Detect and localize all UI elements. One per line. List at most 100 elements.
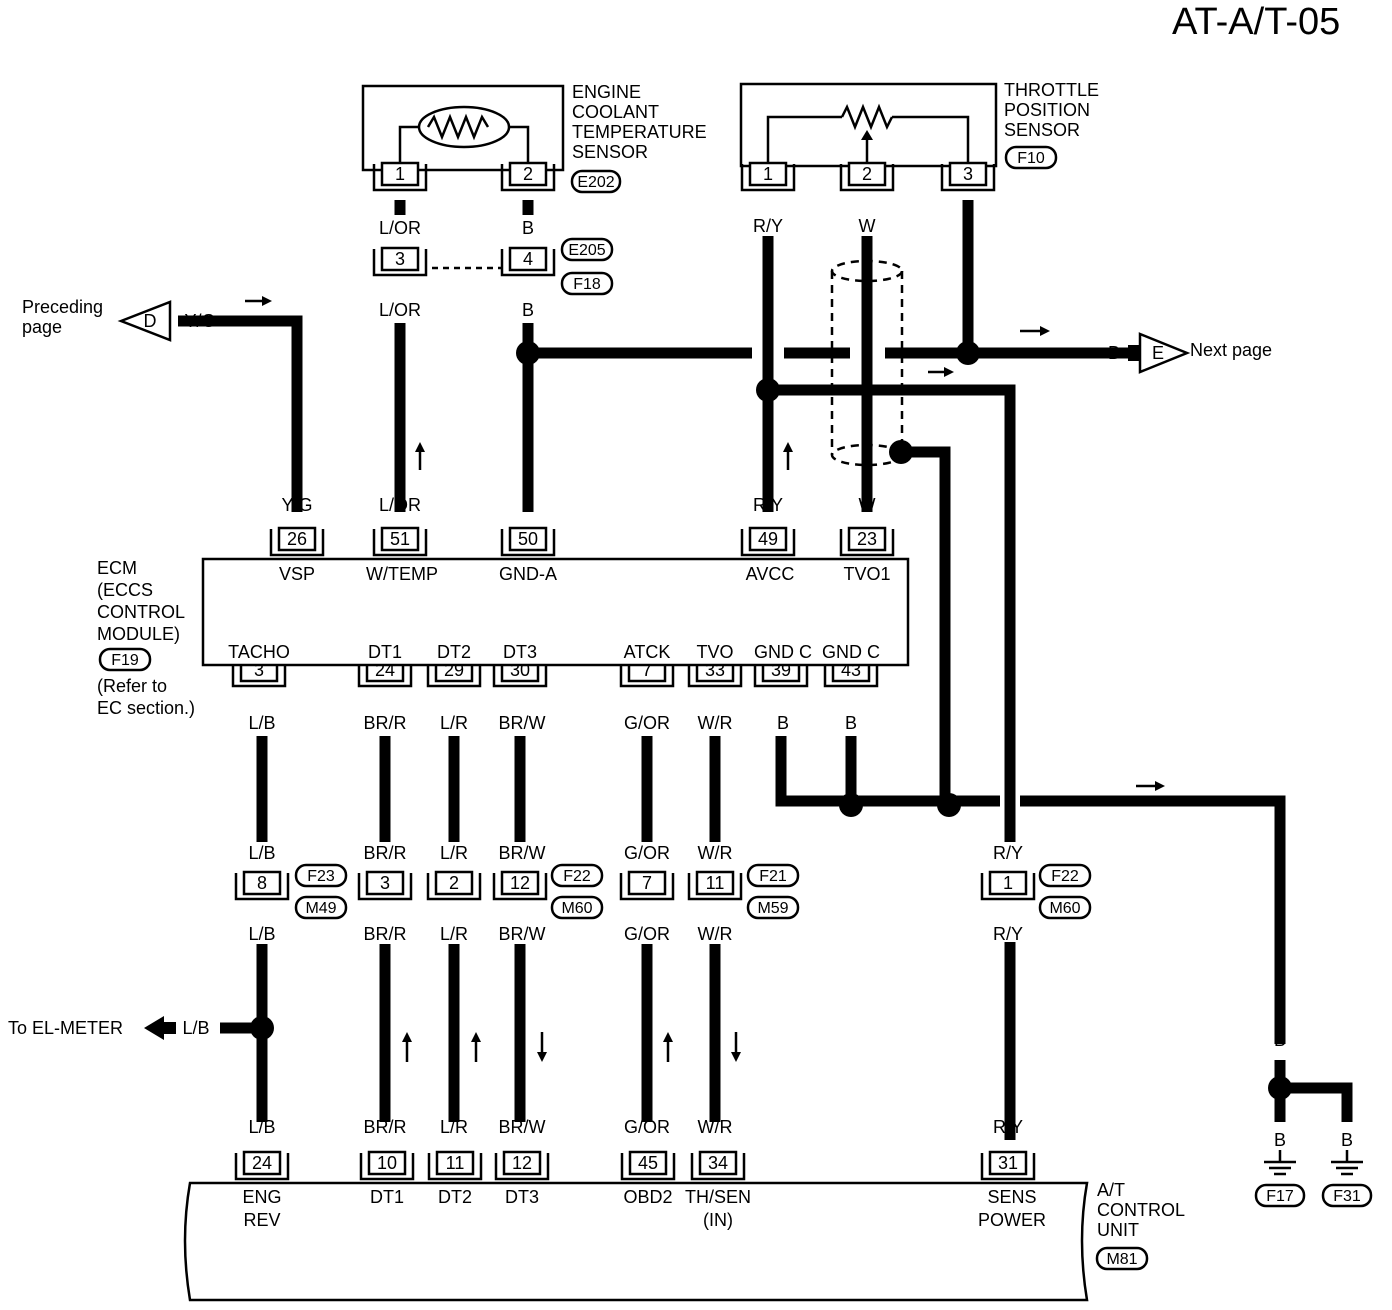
conn-f22b-id: F22 — [1051, 868, 1079, 885]
connector-pin-ecm51: 51 — [372, 526, 428, 557]
ect-name-1: ENGINE — [572, 82, 641, 102]
next-page-link[interactable]: E Next page — [1128, 332, 1272, 374]
tps-name-2: POSITION — [1004, 100, 1090, 120]
pin-number-ecm26: 26 — [287, 529, 307, 549]
wire-label-gor-2: G/OR — [624, 843, 670, 863]
connector-pin-ecm26: 26 — [269, 526, 325, 557]
wire-label-lr-3: L/R — [440, 924, 468, 944]
connector-pin-ecm49: 49 — [740, 526, 796, 557]
pin-number-t24: 24 — [252, 1153, 272, 1173]
tcu-term-dt2: DT2 — [438, 1187, 472, 1207]
pin-number-m7: 7 — [642, 873, 652, 893]
pin-number-j3: 3 — [395, 249, 405, 269]
wire-label-wr-1: W/R — [698, 713, 733, 733]
pin-number-tps2: 2 — [862, 164, 872, 184]
tcu-term-dt3: DT3 — [505, 1187, 539, 1207]
ecm-term-gndc-39: GND C — [754, 642, 812, 662]
ground-f31-id: F31 — [1333, 1188, 1361, 1205]
wire-label-brr-3: BR/R — [363, 924, 406, 944]
ecm-term-avcc: AVCC — [746, 564, 795, 584]
ecm-note-2: EC section.) — [97, 698, 195, 718]
ect-connector-badge — [570, 169, 622, 194]
connector-pin-t12: 12 — [494, 1150, 550, 1181]
wire-label-w-2: W — [859, 495, 876, 515]
ecm-term-vsp: VSP — [279, 564, 315, 584]
wire-label-b-7: B — [845, 713, 857, 733]
wire-label-b-2: B — [522, 300, 534, 320]
wire-label-ry-4: R/Y — [993, 924, 1023, 944]
tps-connector-id: F10 — [1017, 150, 1045, 167]
pin-number-t34: 34 — [708, 1153, 728, 1173]
ecm-term-atck: ATCK — [624, 642, 671, 662]
pin-number-j4: 4 — [523, 249, 533, 269]
connector-pin-t34: 34 — [690, 1150, 746, 1181]
flow-arrows — [144, 296, 1165, 1062]
connector-pin-t31: 31 — [980, 1150, 1036, 1181]
shield-lines — [432, 259, 904, 467]
preceding-label-2: page — [22, 317, 62, 337]
wire-label-brw-1: BR/W — [499, 713, 546, 733]
ground-symbols — [1254, 1150, 1373, 1208]
ecm-term-dt1: DT1 — [368, 642, 402, 662]
wire-label-b-1: B — [522, 218, 534, 238]
tcu-term-thsen: TH/SEN — [685, 1187, 751, 1207]
wire-label-w-1: W — [859, 216, 876, 236]
tcu-term-power: POWER — [978, 1210, 1046, 1230]
el-meter-label[interactable]: To EL-METER — [8, 1018, 123, 1038]
ecm-name-1: ECM — [97, 558, 137, 578]
wire-label-brr-4: BR/R — [363, 1117, 406, 1137]
connector-pin-ect2: 2 — [500, 161, 556, 192]
throttle-position-sensor — [739, 82, 998, 177]
wire-label-brw-4: BR/W — [499, 1117, 546, 1137]
wire-label-gor-1: G/OR — [624, 713, 670, 733]
pin-number-m11: 11 — [706, 873, 725, 893]
pin-number-tps3: 3 — [963, 164, 973, 184]
connector-pin-j3: 3 — [372, 246, 428, 277]
tcu-term-eng: ENG — [242, 1187, 281, 1207]
tps-name-1: THROTTLE — [1004, 80, 1099, 100]
wire-label-b-5: B — [1108, 343, 1120, 363]
wire-label-brr-2: BR/R — [363, 843, 406, 863]
wire-label-b-10: B — [1341, 1130, 1353, 1150]
wire-label-ry-1: R/Y — [753, 216, 783, 236]
tcu-name-3: UNIT — [1097, 1220, 1139, 1240]
wire-label-gor-3: G/OR — [624, 924, 670, 944]
conn-e205-id: E205 — [568, 242, 605, 259]
ecm-term-tacho: TACHO — [228, 642, 290, 662]
preceding-label-1: Preceding — [22, 297, 103, 317]
ecm-name-4: MODULE) — [97, 624, 180, 644]
wire-label-lb-4: L/B — [248, 1117, 275, 1137]
wire-label-wr-4: W/R — [698, 1117, 733, 1137]
pin-number-ect1: 1 — [395, 164, 405, 184]
conn-f22a-id: F22 — [563, 868, 591, 885]
connector-pin-t11: 11 — [427, 1150, 483, 1181]
preceding-page-link[interactable]: D Preceding page — [22, 297, 172, 342]
connector-pin-tps2: 2 — [839, 161, 895, 192]
tcu-term-obd2: OBD2 — [623, 1187, 672, 1207]
tcu-term-in: (IN) — [703, 1210, 733, 1230]
ecm-box — [201, 557, 910, 667]
pin-number-m12: 12 — [510, 873, 530, 893]
pin-number-ecm23: 23 — [857, 529, 877, 549]
conn-m59-id: M59 — [757, 900, 788, 917]
connector-pin-t10: 10 — [359, 1150, 415, 1181]
conn-m49-id: M49 — [305, 900, 336, 917]
pin-number-tps1: 1 — [763, 164, 773, 184]
connector-pin-t24: 24 — [234, 1150, 290, 1181]
splice-points — [250, 341, 1292, 1100]
pin-number-m2: 2 — [449, 873, 459, 893]
wire-label-b-6: B — [777, 713, 789, 733]
ecm-term-wtemp: W/TEMP — [366, 564, 438, 584]
pin-number-ect2: 2 — [523, 164, 533, 184]
ect-name-4: SENSOR — [572, 142, 648, 162]
wire-label-lb-5: L/B — [182, 1018, 209, 1038]
connector-pin-m1: 1 — [980, 870, 1036, 901]
wire-label-b-8: B — [1274, 1030, 1286, 1050]
wire-label-ry-3: R/Y — [993, 843, 1023, 863]
wire-label-b-9: B — [1274, 1130, 1286, 1150]
connector-pin-ecm50: 50 — [500, 526, 556, 557]
ecm-term-tvo: TVO — [696, 642, 733, 662]
connector-pin-ect1: 1 — [372, 161, 428, 192]
